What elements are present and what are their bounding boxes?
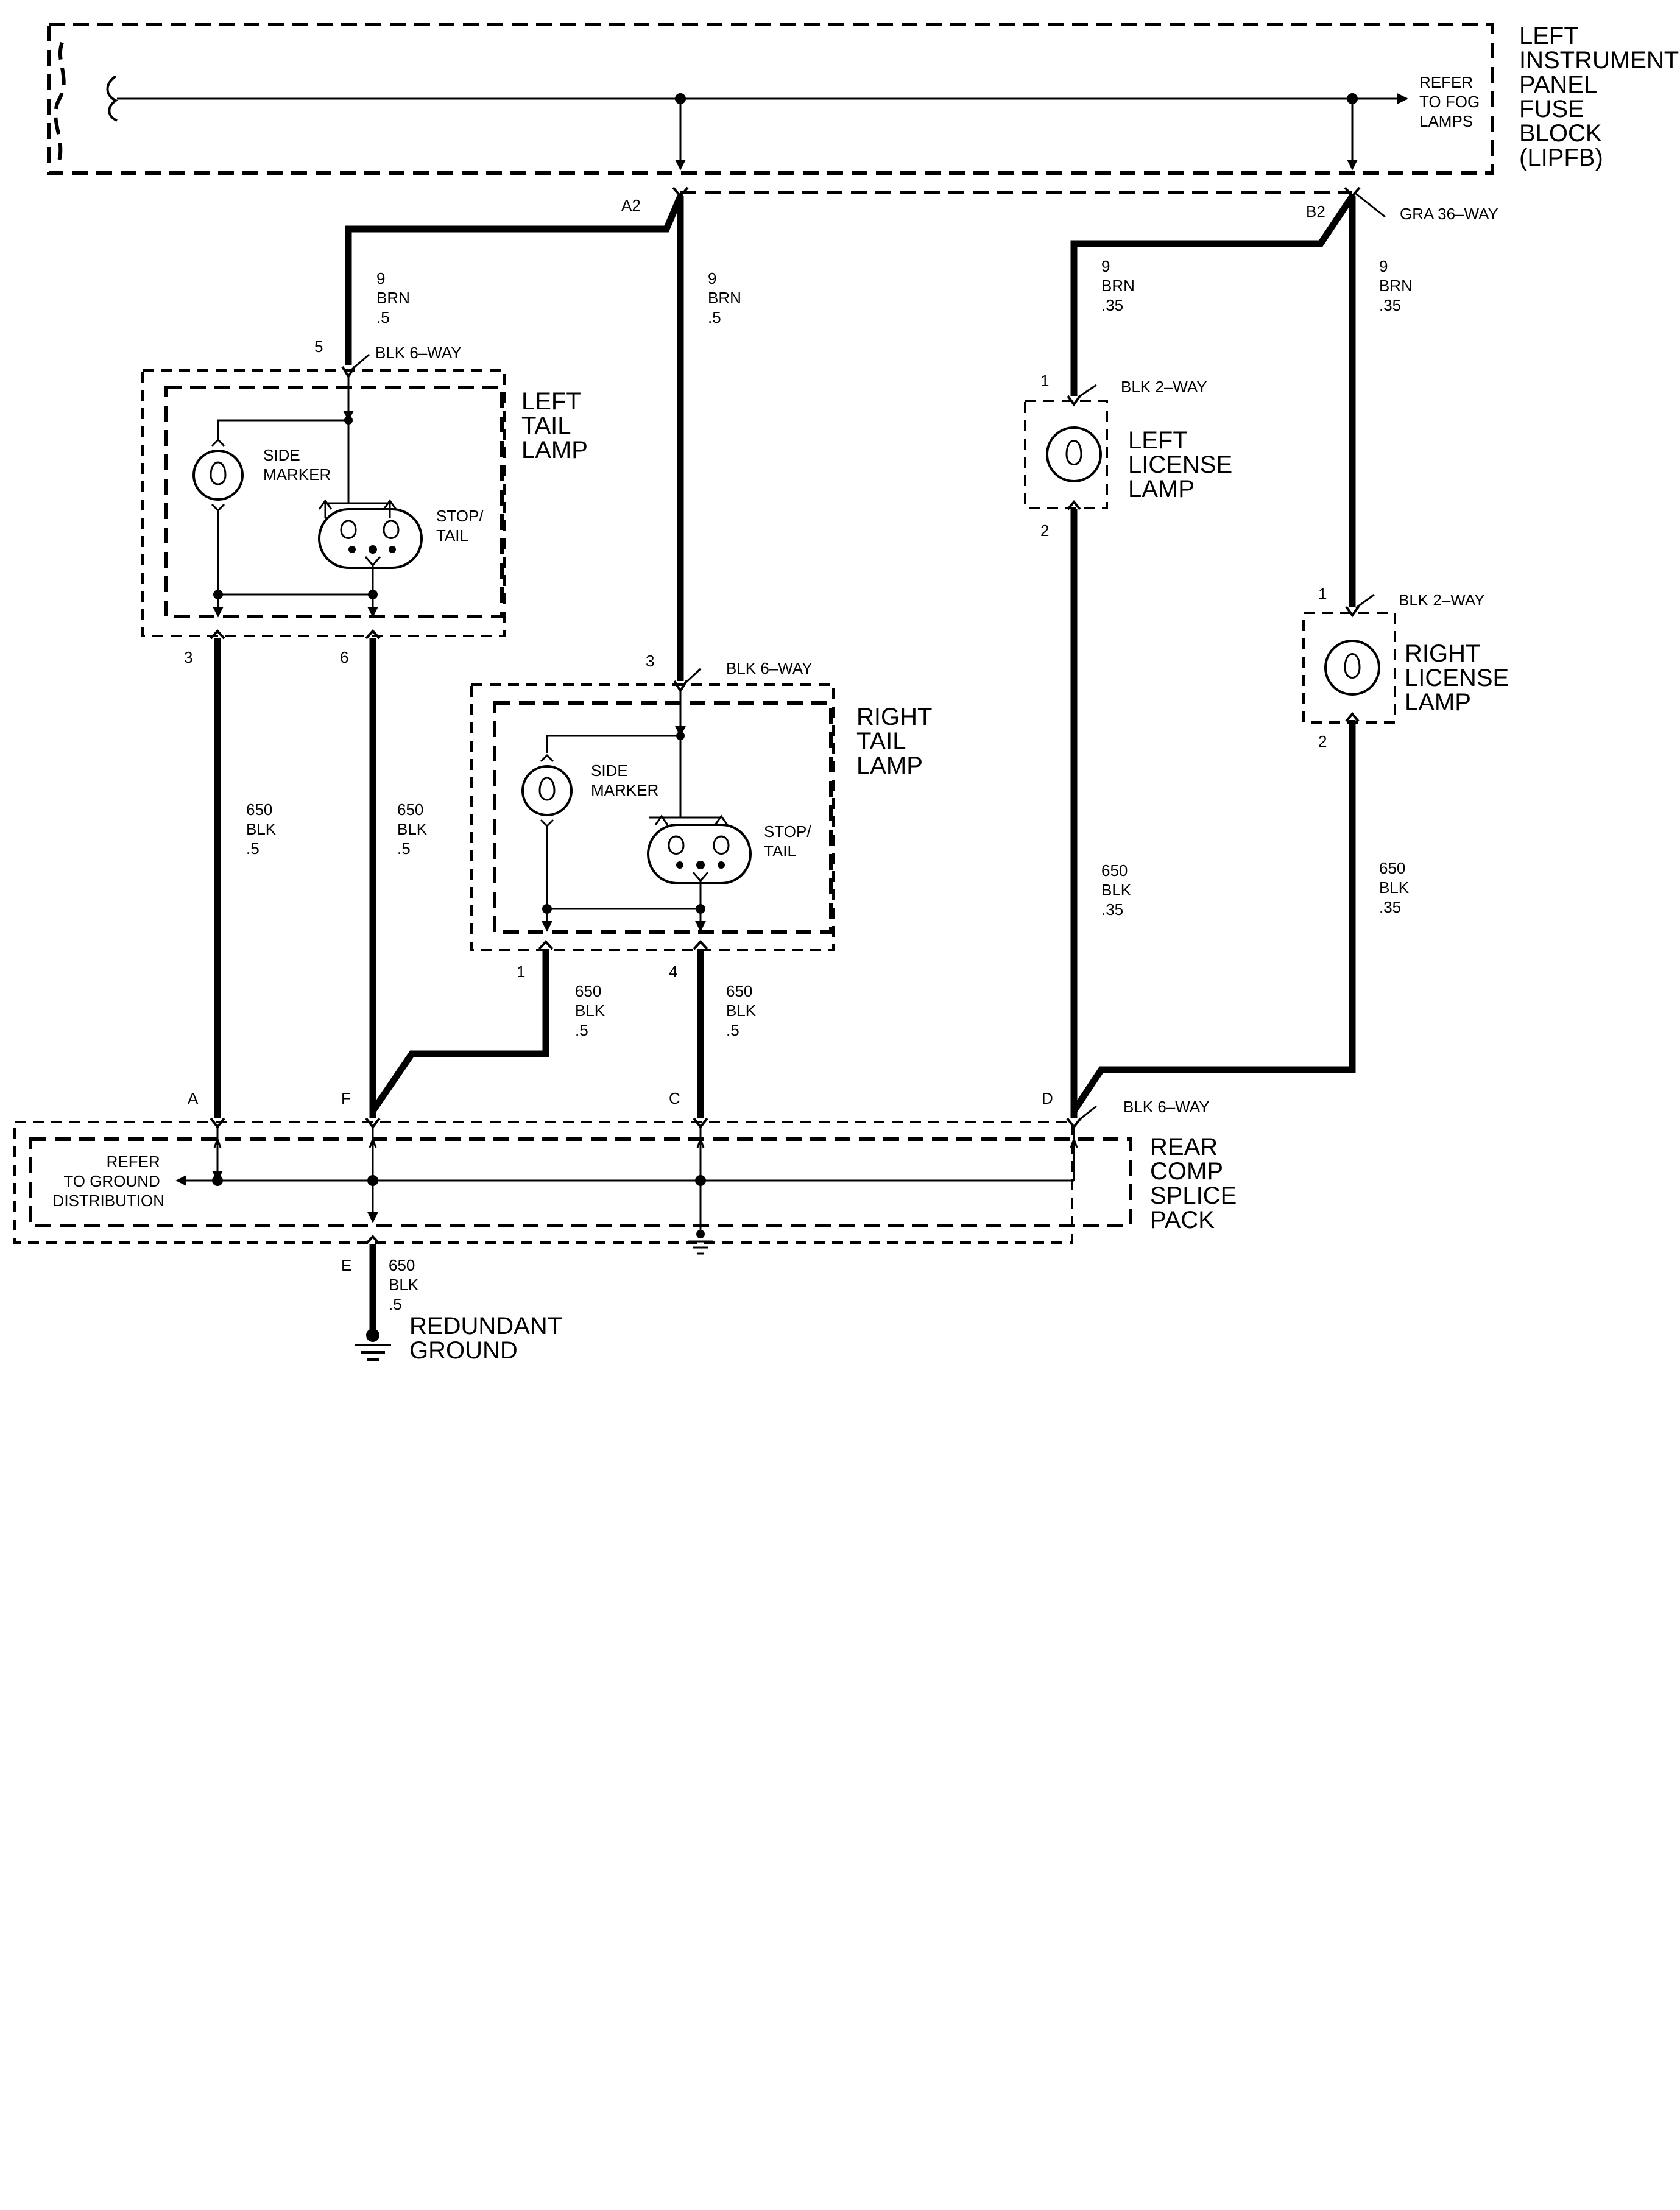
left-tail-pin-6: 6 bbox=[340, 648, 348, 666]
right-tail-lamp: 3 BLK 6–WAY SIDE MARKER STOP/ TAIL bbox=[470, 652, 939, 981]
wire-label-650-blk-e: 650 BLK .5 bbox=[389, 1256, 423, 1313]
wire-label-9-brn-mid: 9 BRN .5 bbox=[708, 269, 746, 327]
fuse-block-break-inner bbox=[106, 75, 118, 122]
ground-eyelet bbox=[366, 1329, 379, 1342]
refer-fog-lamps-label: REFER TO FOG LAMPS bbox=[1419, 73, 1484, 130]
left-tail-housing-outline bbox=[164, 386, 504, 618]
right-side-marker-label: SIDE MARKER bbox=[591, 761, 658, 799]
wire-label-650-blk-left-license: 650 BLK .35 bbox=[1101, 861, 1135, 919]
right-license-bulb bbox=[1324, 640, 1380, 696]
left-tail-pin-5: 5 bbox=[314, 337, 323, 356]
left-license-bulb bbox=[1046, 426, 1102, 482]
splice-connector-label: BLK 6–WAY bbox=[1123, 1098, 1210, 1116]
gra-36-way-connector: A2 B2 GRA 36–WAY bbox=[621, 186, 1498, 223]
wire-b2-to-left-license bbox=[1070, 194, 1355, 396]
left-license-lamp: 1 2 BLK 2–WAY LEFT LICENSE LAMP bbox=[1024, 372, 1239, 540]
wire-label-9-brn-left-license: 9 BRN .35 bbox=[1101, 257, 1139, 314]
left-tail-pin-3: 3 bbox=[184, 648, 192, 666]
wire-right-tail-1-to-splice-f bbox=[370, 949, 549, 1114]
wire-a2-to-left-tail bbox=[345, 194, 684, 365]
left-side-marker-bulb bbox=[192, 450, 244, 501]
redundant-ground: REDUNDANT GROUND bbox=[355, 1313, 569, 1364]
left-license-pin-1: 1 bbox=[1040, 372, 1049, 390]
fuse-block-outline bbox=[47, 23, 1494, 175]
right-tail-pin-4: 4 bbox=[669, 962, 677, 981]
wire-right-license-2-to-splice-d bbox=[1071, 720, 1356, 1114]
right-tail-pin-1: 1 bbox=[517, 962, 525, 981]
right-side-marker-bulb bbox=[521, 765, 573, 816]
left-stop-tail-bulb bbox=[318, 508, 423, 569]
right-license-pin-1: 1 bbox=[1318, 585, 1327, 603]
left-license-connector-label: BLK 2–WAY bbox=[1121, 378, 1207, 396]
wire-label-650-blk-a: 650 BLK .5 bbox=[246, 800, 280, 858]
left-tail-lamp: 5 BLK 6–WAY SIDE MARKER STOP/ TAIL bbox=[141, 337, 588, 666]
wire-labels: 9 BRN .5 9 BRN .5 9 BRN .35 9 BRN .35 65… bbox=[246, 257, 1417, 1313]
wire-label-650-blk-rt1: 650 BLK .5 bbox=[575, 982, 609, 1039]
wire-label-650-blk-right-license: 650 BLK .35 bbox=[1379, 859, 1413, 916]
pin-a2-label: A2 bbox=[621, 196, 641, 214]
gra-36-way-label: GRA 36–WAY bbox=[1400, 205, 1498, 223]
left-tail-connector-label: BLK 6–WAY bbox=[375, 344, 462, 362]
right-stop-tail-label: STOP/ TAIL bbox=[764, 822, 816, 860]
left-tail-lamp-title: LEFT TAIL LAMP bbox=[521, 388, 588, 464]
right-tail-connector-label: BLK 6–WAY bbox=[726, 659, 813, 677]
right-license-connector-label: BLK 2–WAY bbox=[1399, 591, 1485, 609]
right-license-pin-2: 2 bbox=[1318, 732, 1327, 750]
wire-label-650-blk-f: 650 BLK .5 bbox=[397, 800, 431, 858]
left-license-pin-2: 2 bbox=[1040, 521, 1049, 540]
wire-label-9-brn-right-license: 9 BRN .35 bbox=[1379, 257, 1417, 314]
fuse-block-title: LEFT INSTRUMENT PANEL FUSE BLOCK (LIPFB) bbox=[1519, 23, 1680, 171]
splice-pin-c: C bbox=[669, 1089, 680, 1107]
splice-pin-f: F bbox=[341, 1089, 351, 1107]
splice-pack-title: REAR COMP SPLICE PACK bbox=[1150, 1134, 1243, 1234]
right-tail-lamp-title: RIGHT TAIL LAMP bbox=[856, 704, 939, 779]
refer-ground-distribution-label: REFER TO GROUND DISTRIBUTION bbox=[53, 1153, 164, 1210]
redundant-ground-label: REDUNDANT GROUND bbox=[409, 1313, 569, 1364]
right-tail-connector-outline bbox=[470, 683, 835, 951]
right-tail-housing-outline bbox=[493, 701, 833, 934]
left-stop-tail-label: STOP/ TAIL bbox=[436, 507, 488, 545]
splice-pin-a: A bbox=[188, 1089, 199, 1107]
splice-connector-outline bbox=[13, 1121, 1073, 1244]
left-license-lamp-title: LEFT LICENSE LAMP bbox=[1128, 427, 1239, 503]
left-side-marker-label: SIDE MARKER bbox=[263, 446, 331, 484]
wire-label-9-brn-left: 9 BRN .5 bbox=[376, 269, 414, 327]
wire-label-650-blk-rt4: 650 BLK .5 bbox=[726, 982, 760, 1039]
pin-b2-label: B2 bbox=[1306, 202, 1325, 221]
right-license-lamp: 1 2 BLK 2–WAY RIGHT LICENSE LAMP bbox=[1302, 585, 1516, 750]
fuse-block-lipfb: REFER TO FOG LAMPS LEFT INSTRUMENT PANEL… bbox=[47, 23, 1680, 175]
right-license-lamp-title: RIGHT LICENSE LAMP bbox=[1405, 640, 1516, 716]
right-license-outline bbox=[1302, 612, 1396, 724]
left-license-outline bbox=[1024, 400, 1108, 509]
fuse-block-break-left bbox=[54, 41, 66, 166]
splice-housing-outline bbox=[29, 1137, 1132, 1227]
wires bbox=[214, 194, 1356, 1332]
left-tail-connector-outline bbox=[141, 369, 506, 637]
splice-pin-d: D bbox=[1042, 1089, 1053, 1107]
splice-pin-e: E bbox=[341, 1256, 351, 1274]
right-tail-pin-3: 3 bbox=[646, 652, 654, 670]
right-stop-tail-bulb bbox=[647, 824, 752, 884]
rear-comp-splice-pack: A F C D E BLK 6–WAY REFER TO GROUND DIST… bbox=[13, 1089, 1243, 1274]
